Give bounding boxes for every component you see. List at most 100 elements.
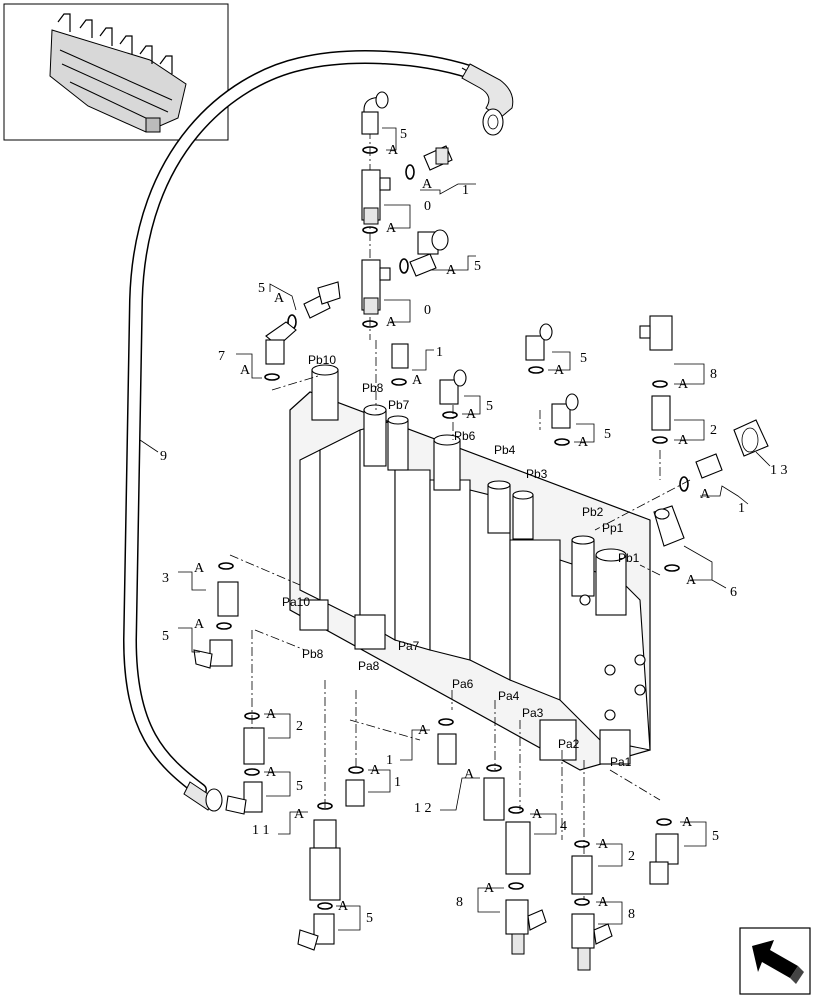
callout-11: 1 1 — [252, 823, 270, 838]
fitting-extension-11 — [309, 819, 341, 901]
hose-end-fitting-bottom — [183, 781, 223, 812]
spool-pb3 — [512, 490, 534, 540]
svg-text:A: A — [682, 815, 693, 830]
svg-text:A: A — [418, 723, 429, 738]
callout-1-b: 1 — [386, 753, 393, 768]
o-ring — [442, 411, 458, 419]
callout-5-left-low: 5 — [162, 629, 169, 644]
callout-1-a: 1 — [394, 775, 401, 790]
callout-5-left: 5 — [258, 281, 265, 296]
fitting-tee-8-bottom-left — [505, 899, 547, 955]
o-ring — [664, 564, 680, 572]
port-label-pb8-bottom: Pb8 — [302, 647, 324, 661]
next-page-arrow-icon — [752, 940, 804, 984]
callout-6: 6 — [730, 585, 737, 600]
o-ring — [317, 902, 333, 910]
o-ring — [438, 718, 454, 726]
fitting-adapter-3 — [217, 581, 239, 617]
o-ring — [362, 146, 378, 154]
o-ring — [554, 438, 570, 446]
callout-5-upper-right: 5 — [474, 259, 481, 274]
svg-text:A: A — [266, 707, 277, 722]
svg-text:A: A — [422, 177, 433, 192]
fitting-elbow-5-left-low — [193, 639, 233, 669]
callout-5-br: 5 — [712, 829, 719, 844]
callout-5-mid2: 5 — [580, 351, 587, 366]
svg-text:A: A — [194, 617, 205, 632]
hose-end-nut-top — [482, 108, 504, 136]
svg-text:A: A — [240, 363, 251, 378]
callout-5-mid1: 5 — [486, 399, 493, 414]
port-label-pb8-top: Pb8 — [362, 381, 384, 395]
fitting-elbow-5-bottom-right — [649, 833, 679, 885]
callout-5-top: 5 — [400, 127, 407, 142]
callout-0-lower: 0 — [424, 303, 431, 318]
callout-5-mid3: 5 — [604, 427, 611, 442]
port-label-pa3: Pa3 — [522, 706, 544, 720]
hose-assembly: 9 — [123, 50, 514, 812]
svg-text:A: A — [294, 807, 305, 822]
svg-text:A: A — [598, 895, 609, 910]
svg-text:A: A — [598, 837, 609, 852]
svg-text:A: A — [686, 573, 697, 588]
svg-text:A: A — [266, 765, 277, 780]
spool-pb4 — [487, 480, 511, 534]
fitting-extension-4 — [505, 821, 531, 875]
callout-7: 7 — [218, 349, 225, 364]
fitting-adapter-2-left — [243, 727, 265, 765]
callout-12: 1 2 — [414, 801, 432, 816]
spool-pb1 — [595, 548, 627, 616]
svg-text:A: A — [678, 433, 689, 448]
spool-pb8 — [363, 404, 387, 467]
fitting-tee-8-bottom-right — [571, 913, 613, 971]
callout-8-top: 8 — [710, 367, 717, 382]
svg-text:A: A — [386, 315, 397, 330]
svg-text:A: A — [274, 291, 285, 306]
port-label-pp1: Pp1 — [602, 521, 624, 535]
fitting-adapter-2-right — [571, 855, 593, 895]
o-ring — [486, 764, 502, 772]
o-ring — [244, 768, 260, 776]
o-ring — [218, 562, 234, 570]
svg-text:A: A — [554, 363, 565, 378]
next-page-button[interactable] — [739, 927, 811, 995]
callout-3: 3 — [162, 571, 169, 586]
o-ring — [652, 436, 668, 444]
callout-5-bottom: 5 — [366, 911, 373, 926]
callout-8-b: 8 — [628, 907, 635, 922]
fitting-elbow-pb3-5 — [551, 393, 579, 429]
svg-text:A: A — [388, 143, 399, 158]
svg-text:A: A — [338, 899, 349, 914]
port-label-pa2: Pa2 — [558, 737, 580, 751]
fitting-elbow-left-5 — [303, 281, 341, 319]
o-ring — [348, 766, 364, 774]
fitting-elbow-pb4-5 — [525, 323, 553, 361]
o-ring — [405, 164, 415, 180]
fitting-adapter-right-1-low — [695, 453, 723, 479]
svg-text:A: A — [446, 263, 457, 278]
callout-5-b: 5 — [296, 779, 303, 794]
valve-assembly-thumbnail — [49, 13, 187, 133]
o-ring — [574, 898, 590, 906]
o-ring — [391, 378, 407, 386]
o-ring — [244, 712, 260, 720]
thumbnail-inset — [3, 3, 229, 141]
fitting-adapter-2-top — [651, 395, 671, 431]
port-label-pb3: Pb3 — [526, 467, 548, 481]
o-ring — [216, 622, 232, 630]
o-ring — [652, 380, 668, 388]
port-label-pb1: Pb1 — [618, 551, 640, 565]
svg-text:A: A — [412, 373, 423, 388]
fitting-elbow-7 — [265, 321, 297, 365]
fitting-elbow-upper-right-5 — [409, 229, 449, 277]
callout-2-b: 2 — [628, 849, 635, 864]
svg-text:A: A — [532, 807, 543, 822]
o-ring — [656, 818, 672, 826]
control-valve-block — [289, 364, 651, 771]
fitting-elbow-6 — [653, 505, 685, 547]
o-ring — [574, 840, 590, 848]
fitting-adapter-1-mid — [391, 343, 409, 369]
fitting-elbow-pb6-5 — [439, 369, 467, 405]
svg-text:A: A — [484, 881, 495, 896]
